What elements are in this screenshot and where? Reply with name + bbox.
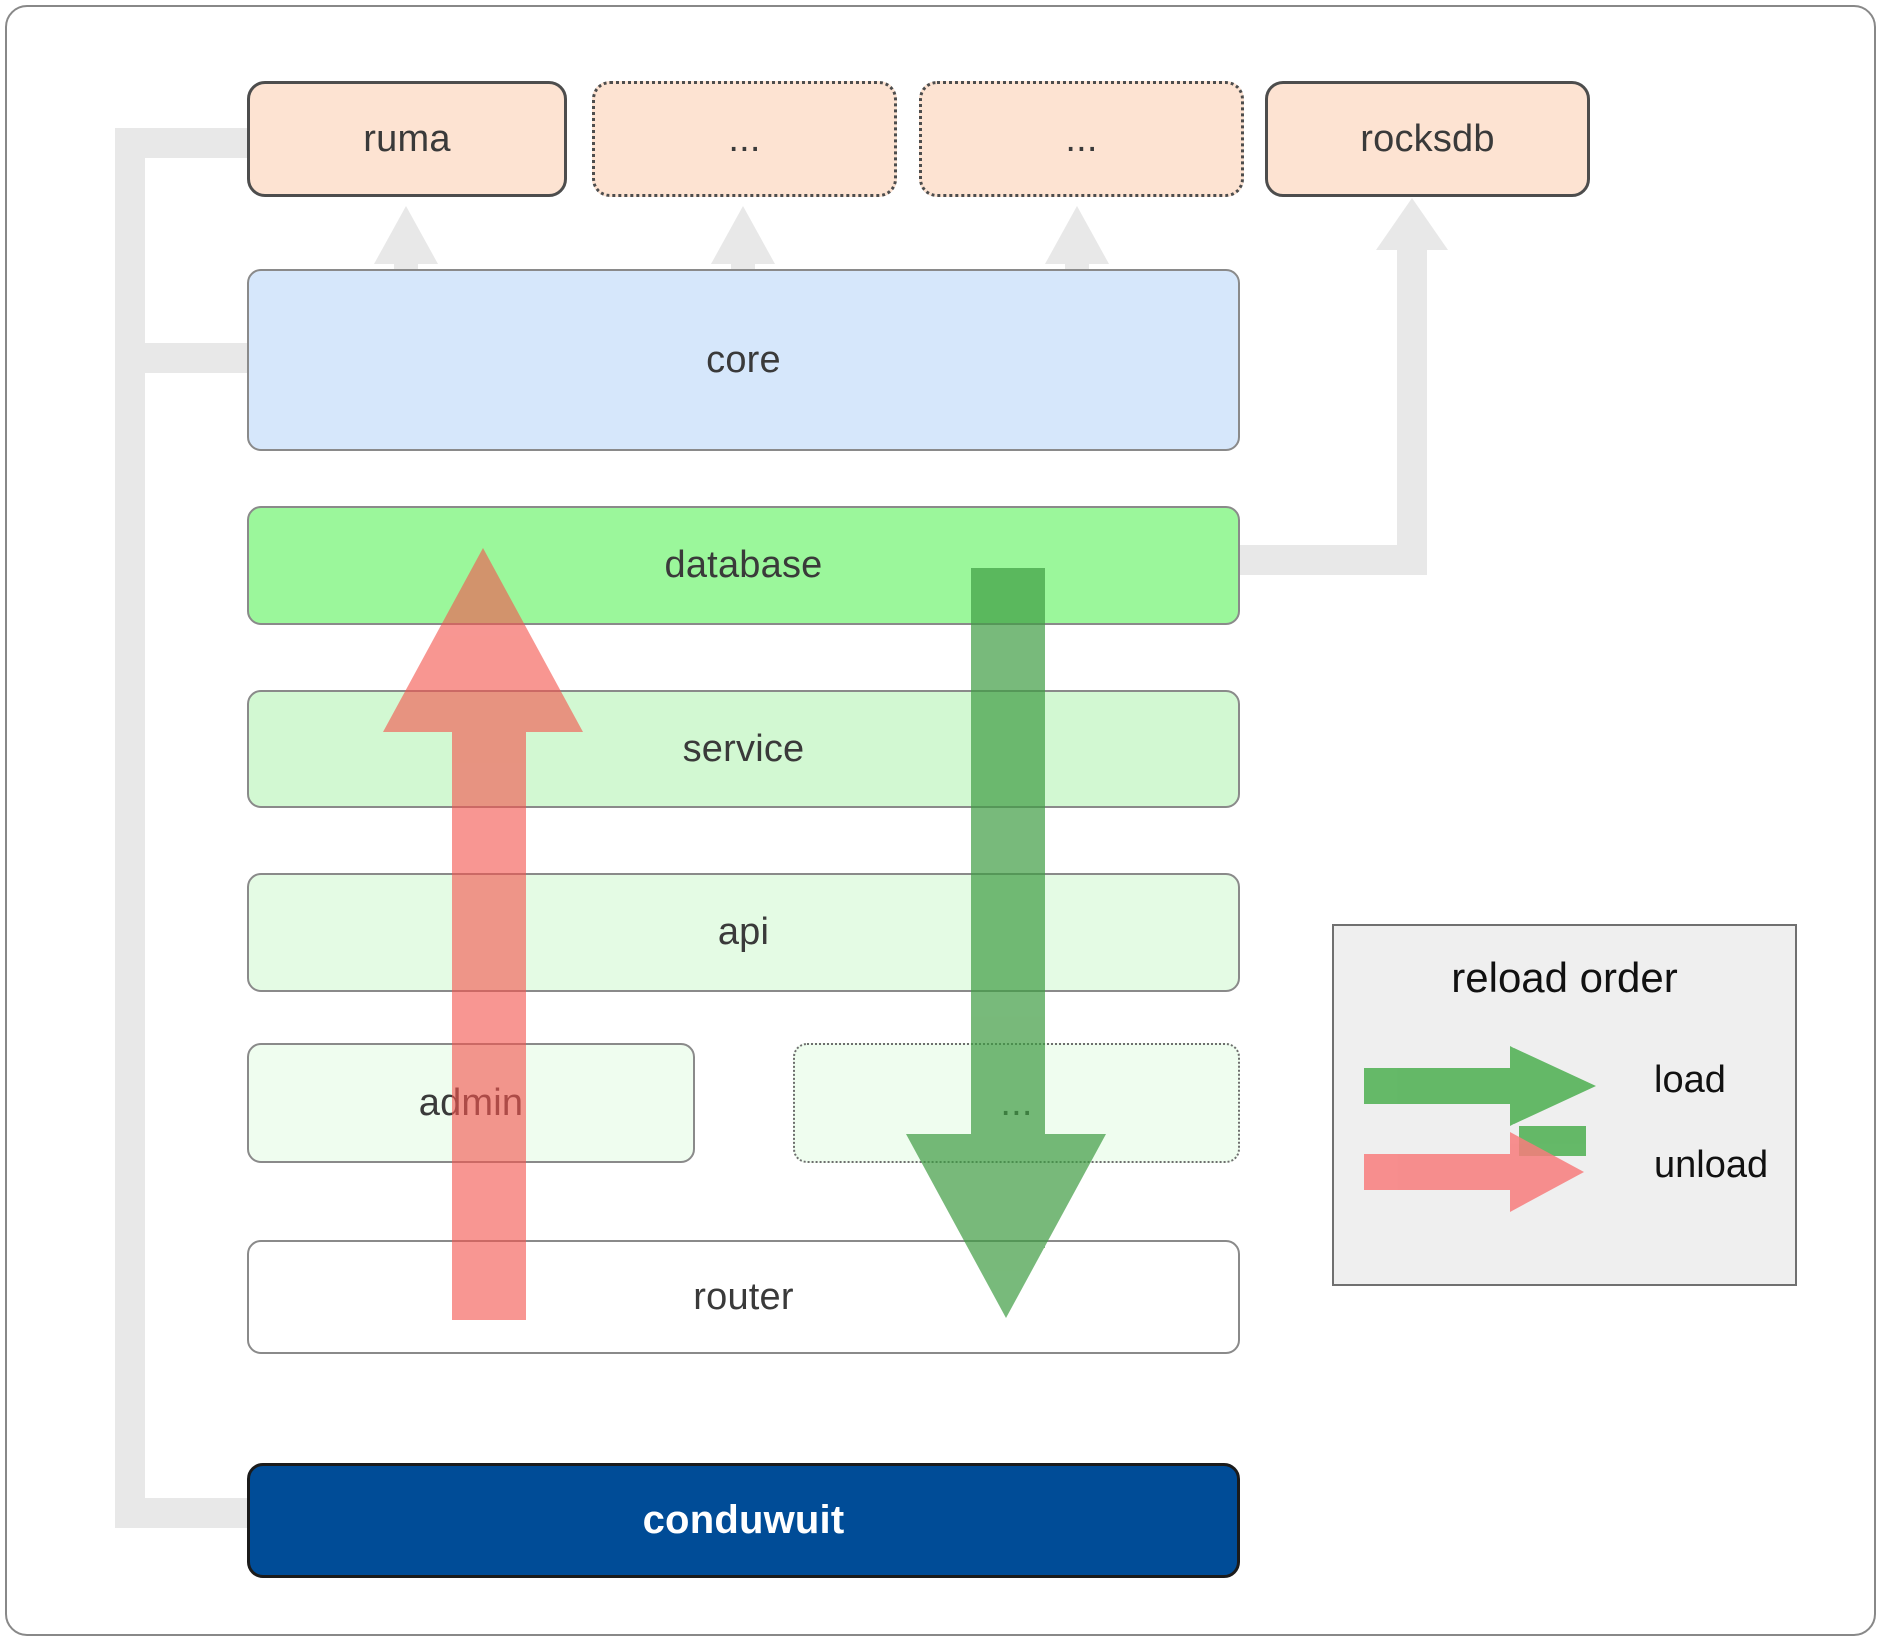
dependency-box-more-1[interactable]: ... bbox=[592, 81, 897, 197]
dependency-label-more-2: ... bbox=[1065, 117, 1098, 160]
layer-box-admin[interactable]: admin bbox=[247, 1043, 695, 1163]
legend-label-unload: unload bbox=[1654, 1144, 1769, 1186]
load-arrow-icon bbox=[1364, 1046, 1596, 1156]
legend-panel: reload order load unload bbox=[1332, 924, 1797, 1286]
legend-title: reload order bbox=[1451, 954, 1678, 1001]
legend-label-load: load bbox=[1654, 1059, 1726, 1101]
dependency-label-rocksdb: rocksdb bbox=[1360, 117, 1495, 160]
layer-box-core[interactable]: core bbox=[247, 269, 1240, 451]
dependency-box-rocksdb[interactable]: rocksdb bbox=[1265, 81, 1590, 197]
layer-box-database[interactable]: database bbox=[247, 506, 1240, 625]
unload-arrow-icon bbox=[1364, 1132, 1584, 1212]
layer-label-api: api bbox=[717, 911, 770, 953]
dependency-box-more-2[interactable]: ... bbox=[919, 81, 1244, 197]
layer-label-admin: admin bbox=[418, 1081, 524, 1124]
dependency-box-ruma[interactable]: ruma bbox=[247, 81, 567, 197]
dependency-label-ruma: ruma bbox=[363, 117, 451, 160]
layer-box-router[interactable]: router bbox=[247, 1240, 1240, 1354]
dependency-label-more-1: ... bbox=[728, 117, 761, 160]
legend-arrow-icons bbox=[1364, 1046, 1596, 1212]
layer-box-service[interactable]: service bbox=[247, 690, 1240, 808]
root-label-conduwuit: conduwuit bbox=[642, 1498, 845, 1542]
root-box-conduwuit[interactable]: conduwuit bbox=[247, 1463, 1240, 1578]
layer-box-more[interactable]: ... bbox=[793, 1043, 1240, 1163]
layer-label-service: service bbox=[682, 727, 805, 770]
layer-label-router: router bbox=[693, 1275, 794, 1318]
layer-label-core: core bbox=[706, 338, 781, 381]
layer-box-api[interactable]: api bbox=[247, 873, 1240, 992]
layer-label-more: ... bbox=[1000, 1081, 1033, 1124]
layer-label-database: database bbox=[664, 544, 823, 586]
